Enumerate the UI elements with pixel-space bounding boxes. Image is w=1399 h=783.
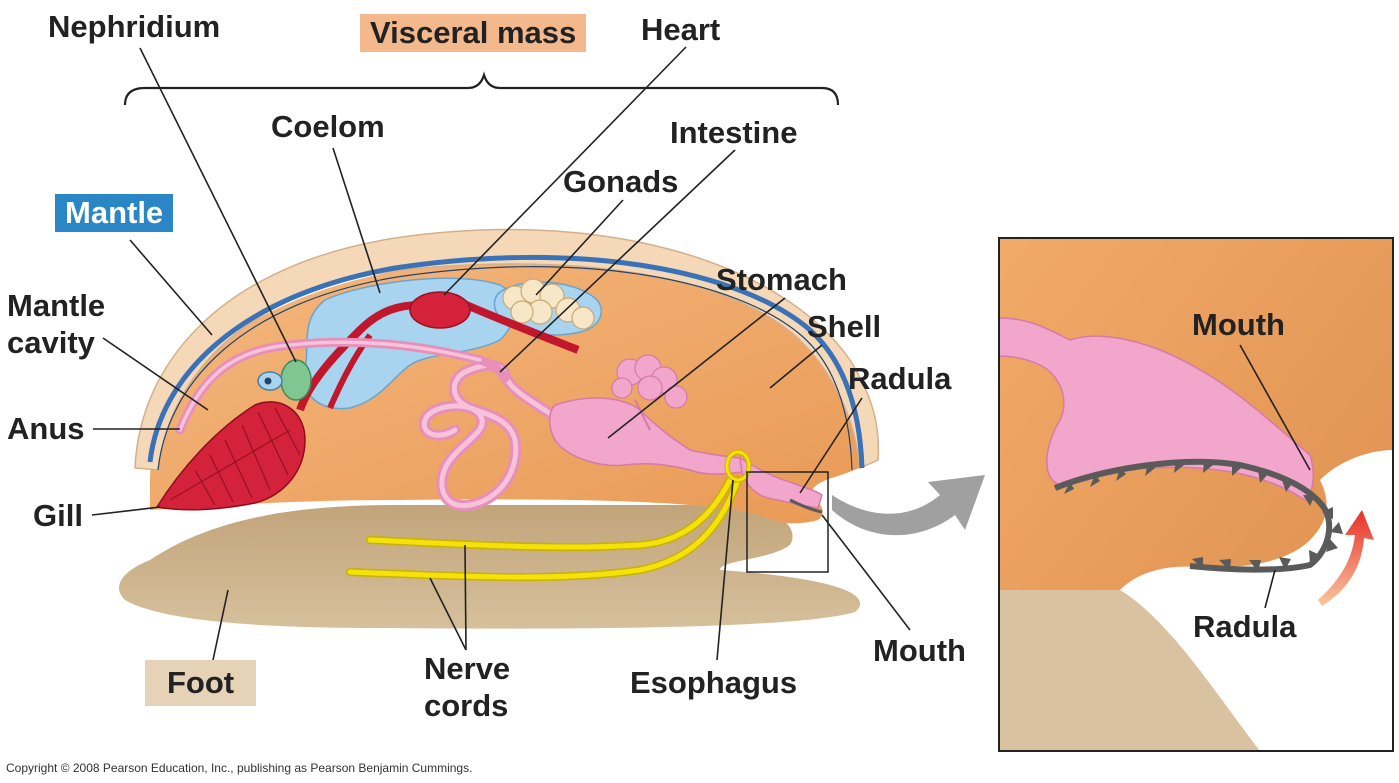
mantle-line (147, 254, 865, 469)
nephridium-shape (280, 359, 312, 401)
inset-esophagus-shape (998, 317, 1315, 501)
label-esophagus: Esophagus (630, 665, 798, 700)
label-inset-mouth: Mouth (1192, 307, 1285, 342)
copyright-notice: Copyright © 2008 Pearson Education, Inc.… (6, 761, 473, 775)
label-nerve-cords-line2: cords (424, 688, 509, 723)
gill-lamellae (169, 407, 301, 506)
visceral-mass-brace (123, 71, 840, 106)
nerve-cords-shape (346, 449, 752, 582)
label-anus: Anus (7, 411, 85, 446)
label-mantle-cavity-line1: Mantle (7, 288, 106, 323)
gill-shape (155, 401, 306, 511)
radula-mini (789, 498, 823, 514)
label-inset-radula: Radula (1193, 609, 1297, 644)
label-gonads: Gonads (563, 164, 679, 199)
inset-radula-shape (1053, 458, 1333, 573)
inset-radula-teeth (1064, 460, 1343, 572)
label-shell: Shell (807, 309, 882, 344)
heart-shape (409, 291, 471, 329)
label-stomach: Stomach (716, 262, 847, 297)
label-coelom: Coelom (271, 109, 385, 144)
label-nerve-cords-line1: Nerve (424, 651, 511, 686)
label-intestine: Intestine (670, 115, 798, 150)
label-foot: Foot (145, 660, 257, 706)
label-heart: Heart (641, 12, 721, 47)
inset-motion-arrow (1318, 510, 1374, 606)
label-radula: Radula (848, 361, 952, 396)
digestive-gland-shape (611, 354, 688, 409)
foot-shape (119, 505, 861, 629)
leader-lines (91, 46, 1311, 661)
label-visceral-mass: Visceral mass (360, 14, 587, 52)
label-nephridium: Nephridium (48, 9, 221, 44)
label-gill: Gill (33, 498, 83, 533)
inset-panel (998, 237, 1394, 752)
gonads-shape (502, 278, 595, 330)
label-mouth: Mouth (873, 633, 966, 668)
zoom-arrow (832, 475, 985, 536)
label-mantle-cavity-line2: cavity (7, 325, 95, 360)
label-mantle: Mantle (55, 194, 174, 232)
